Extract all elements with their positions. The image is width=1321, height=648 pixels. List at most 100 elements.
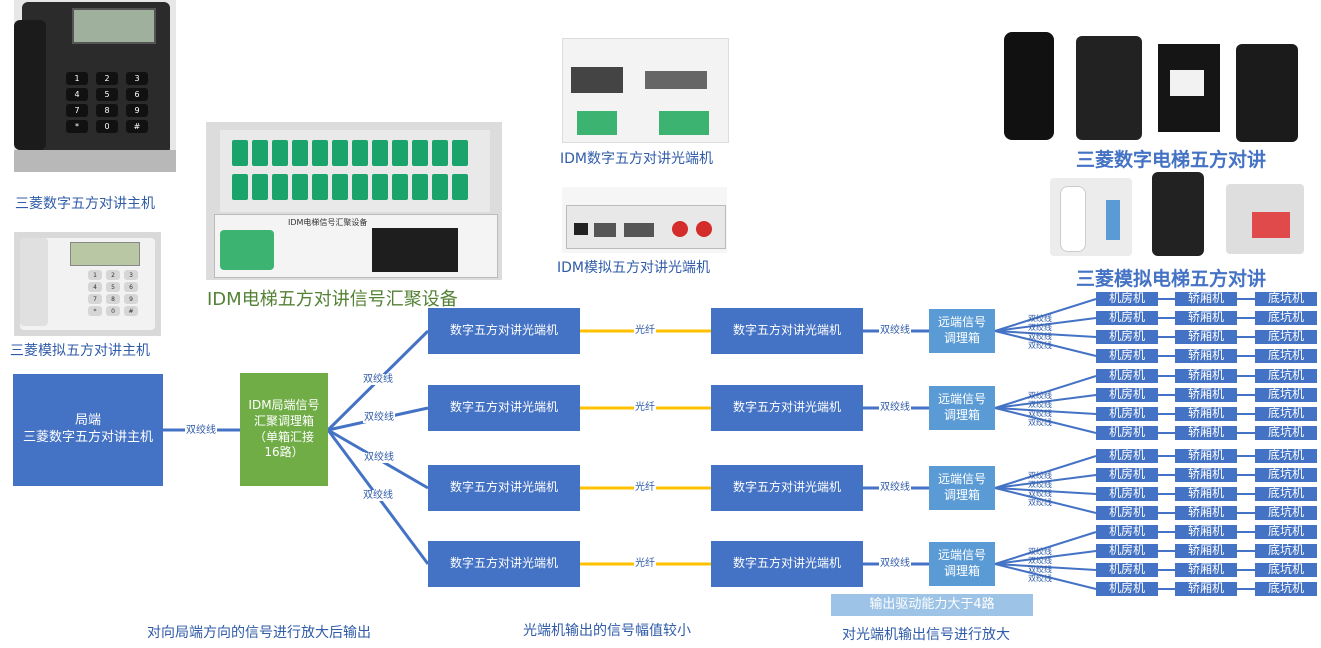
car-unit-pill: 底坑机	[1255, 524, 1317, 539]
link-label-twisted-pair: 双绞线	[1028, 498, 1052, 507]
car-unit-pill: 轿厢机	[1175, 329, 1237, 344]
car-unit-pill: 底坑机	[1255, 425, 1317, 440]
remote-fanout-link	[994, 375, 1097, 409]
phone-key: *	[88, 306, 102, 316]
link-label-twisted-pair: 双绞线	[879, 402, 911, 413]
terminal-block	[392, 174, 408, 200]
terminal-block	[352, 174, 368, 200]
link-label-twisted-pair: 双绞线	[1028, 332, 1052, 341]
car-unit-pill: 底坑机	[1255, 310, 1317, 325]
car-unit-pill: 轿厢机	[1175, 310, 1237, 325]
terminal-block	[392, 140, 408, 166]
car-unit-pill: 机房机	[1096, 368, 1158, 383]
car-unit-pill: 轿厢机	[1175, 406, 1237, 421]
remote-fanout-link	[994, 407, 1097, 415]
terminal-blocks	[232, 140, 476, 202]
car-unit-pill: 机房机	[1096, 467, 1158, 482]
phone-key: 7	[88, 294, 102, 304]
terminal-block	[312, 174, 328, 200]
aggregation-device-image: IDM电梯信号汇聚设备	[206, 122, 502, 280]
phone-key: 0	[106, 306, 120, 316]
phone-key: 1	[88, 270, 102, 280]
terminal-block	[312, 140, 328, 166]
remote-fanout-link	[994, 474, 1097, 489]
link-label-twisted-pair: 双绞线	[1028, 323, 1052, 332]
note-bottom-left: 对向局端方向的信号进行放大后输出	[147, 625, 371, 641]
optical-box-remote: 数字五方对讲光端机	[711, 308, 863, 354]
phone-key: 7	[66, 104, 88, 117]
car-unit-pill: 底坑机	[1255, 581, 1317, 596]
car-unit-pill: 机房机	[1096, 310, 1158, 325]
car-unit-pill: 底坑机	[1255, 291, 1317, 306]
phone-key: 2	[106, 270, 120, 280]
car-unit-pill: 底坑机	[1255, 486, 1317, 501]
car-unit-pill: 底坑机	[1255, 448, 1317, 463]
phone-key: 4	[88, 282, 102, 292]
terminal-block	[432, 174, 448, 200]
hub-box: IDM局端信号 汇聚调理箱 （单箱汇接 16路）	[240, 373, 328, 486]
car-unit-pill: 机房机	[1096, 291, 1158, 306]
phone-key: 0	[96, 120, 118, 133]
car-unit-pill: 底坑机	[1255, 348, 1317, 363]
link-label-twisted-pair: 双绞线	[1028, 547, 1052, 556]
caption-mitsubishi-digital: 三菱数字电梯五方对讲	[1076, 149, 1267, 171]
car-unit-pill: 轿厢机	[1175, 467, 1237, 482]
note-bottom-right: 对光端机输出信号进行放大	[842, 627, 1010, 643]
link-label-twisted-pair: 双绞线	[879, 325, 911, 336]
link-label-twisted-pair: 双绞线	[185, 425, 217, 436]
optical-box-local: 数字五方对讲光端机	[428, 541, 580, 587]
remote-fanout-link	[994, 330, 1097, 338]
car-unit-pill: 底坑机	[1255, 368, 1317, 383]
phone-key: 2	[96, 72, 118, 85]
car-unit-pill: 轿厢机	[1175, 486, 1237, 501]
car-unit-pill: 轿厢机	[1175, 524, 1237, 539]
car-unit-pill: 轿厢机	[1175, 543, 1237, 558]
terminal-block	[412, 140, 428, 166]
car-unit-pill: 底坑机	[1255, 562, 1317, 577]
phone-key: #	[126, 120, 148, 133]
optical-box-local: 数字五方对讲光端机	[428, 385, 580, 431]
optical-box-remote: 数字五方对讲光端机	[711, 385, 863, 431]
remote-fanout-link	[994, 407, 1097, 434]
phone-key: 6	[124, 282, 138, 292]
car-unit-pill: 底坑机	[1255, 543, 1317, 558]
link-label-twisted-pair: 双绞线	[362, 490, 394, 501]
phone-key: 3	[126, 72, 148, 85]
phone-key: 1	[66, 72, 88, 85]
car-unit-pill: 轿厢机	[1175, 505, 1237, 520]
phone-key: 8	[96, 104, 118, 117]
link-label-twisted-pair: 双绞线	[1028, 471, 1052, 480]
link-label-fiber: 光纤	[634, 558, 656, 569]
remote-fanout-link	[994, 455, 1097, 489]
link-label-twisted-pair: 双绞线	[1028, 556, 1052, 565]
car-unit-pill: 机房机	[1096, 448, 1158, 463]
terminal-block	[372, 174, 388, 200]
phone-key: 3	[124, 270, 138, 280]
link-label-twisted-pair: 双绞线	[363, 412, 395, 423]
phone-key: 8	[106, 294, 120, 304]
phone-key: 9	[124, 294, 138, 304]
link-label-twisted-pair: 双绞线	[1028, 489, 1052, 498]
car-unit-pill: 机房机	[1096, 543, 1158, 558]
caption-idm-digital-optical: IDM数字五方对讲光端机	[560, 151, 713, 167]
caption-analog-host: 三菱模拟五方对讲主机	[10, 343, 150, 359]
remote-box: 远端信号 调理箱	[929, 386, 995, 430]
remote-fanout-link	[994, 550, 1097, 565]
link-label-fiber: 光纤	[634, 482, 656, 493]
caption-aggregation-device: IDM电梯五方对讲信号汇聚设备	[207, 289, 458, 310]
car-unit-pill: 底坑机	[1255, 329, 1317, 344]
car-unit-pill: 轿厢机	[1175, 368, 1237, 383]
car-unit-pill: 机房机	[1096, 387, 1158, 402]
caption-digital-host: 三菱数字五方对讲主机	[15, 196, 155, 212]
car-unit-pill: 机房机	[1096, 562, 1158, 577]
car-unit-pill: 机房机	[1096, 581, 1158, 596]
phone-key: 9	[126, 104, 148, 117]
link-label-twisted-pair: 双绞线	[363, 452, 395, 463]
link-label-twisted-pair: 双绞线	[1028, 341, 1052, 350]
link-label-twisted-pair: 双绞线	[1028, 391, 1052, 400]
car-unit-pill: 轿厢机	[1175, 387, 1237, 402]
remote-fanout-link	[994, 487, 1097, 495]
aggregation-panel-label: IDM电梯信号汇聚设备	[288, 218, 368, 227]
